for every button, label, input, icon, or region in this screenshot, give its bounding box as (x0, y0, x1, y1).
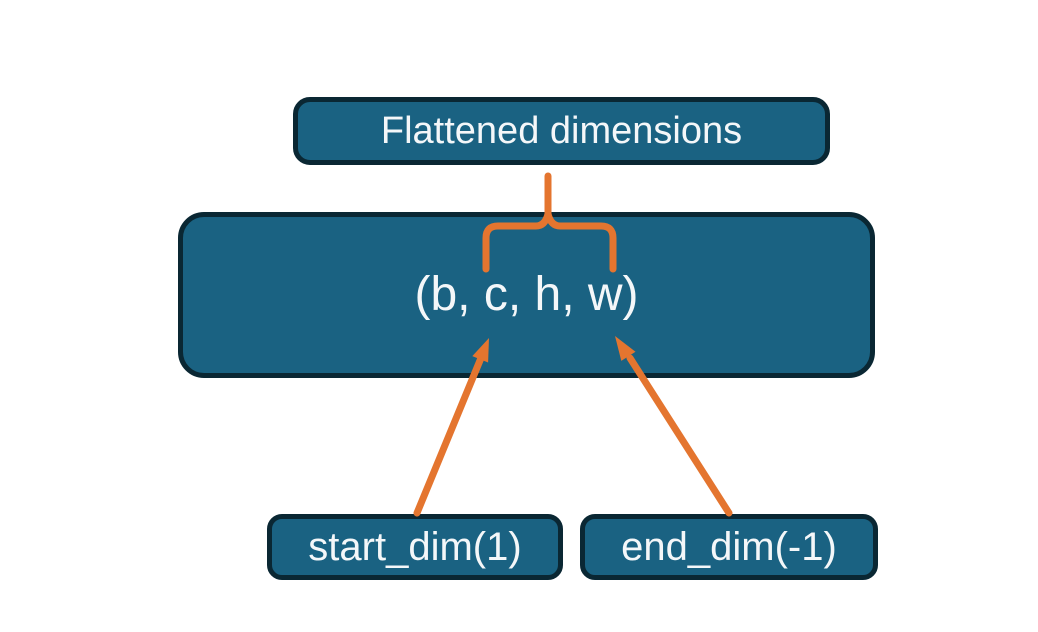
end-dim-label: end_dim(-1) (621, 525, 837, 569)
node-end-dim: end_dim(-1) (580, 514, 878, 580)
node-tensor-shape: (b, c, h, w) (178, 212, 875, 378)
tensor-shape-label: (b, c, h, w) (414, 268, 639, 321)
start-dim-label: start_dim(1) (308, 525, 522, 569)
flattened-dimensions-label: Flattened dimensions (380, 110, 743, 152)
node-flattened-dimensions: Flattened dimensions (293, 97, 830, 165)
node-start-dim: start_dim(1) (267, 514, 563, 580)
start-dim-arrow-line (413, 354, 485, 517)
end-dim-arrow-line (626, 354, 733, 517)
